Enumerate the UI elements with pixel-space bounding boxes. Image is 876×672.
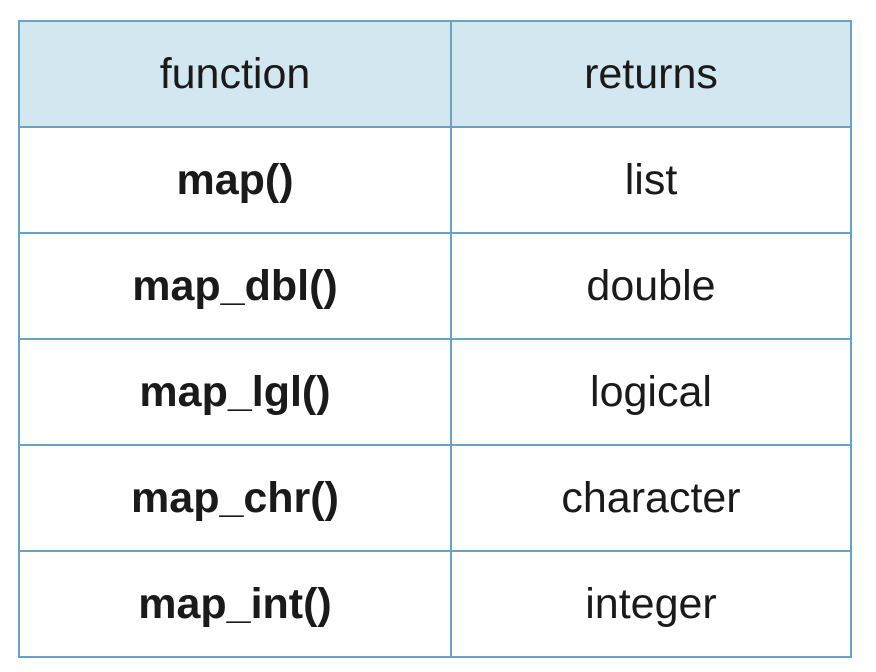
table-row: map_lgl() logical — [18, 338, 852, 446]
function-cell: map_chr() — [18, 444, 452, 552]
table-row: map_chr() character — [18, 444, 852, 552]
map-functions-table-container: function returns map() list map_dbl() do… — [18, 20, 852, 658]
map-functions-table: function returns map() list map_dbl() do… — [18, 20, 852, 658]
header-returns: returns — [450, 20, 852, 128]
function-cell: map_dbl() — [18, 232, 452, 340]
returns-cell: list — [450, 126, 852, 234]
function-cell: map() — [18, 126, 452, 234]
returns-cell: integer — [450, 550, 852, 658]
table-row: map() list — [18, 126, 852, 234]
header-function: function — [18, 20, 452, 128]
table-row: map_int() integer — [18, 550, 852, 658]
returns-cell: logical — [450, 338, 852, 446]
table-row: map_dbl() double — [18, 232, 852, 340]
returns-cell: character — [450, 444, 852, 552]
table-header: function returns — [18, 20, 852, 128]
table-body: map() list map_dbl() double map_lgl() lo… — [18, 126, 852, 658]
returns-cell: double — [450, 232, 852, 340]
function-cell: map_int() — [18, 550, 452, 658]
header-row: function returns — [18, 20, 852, 128]
function-cell: map_lgl() — [18, 338, 452, 446]
